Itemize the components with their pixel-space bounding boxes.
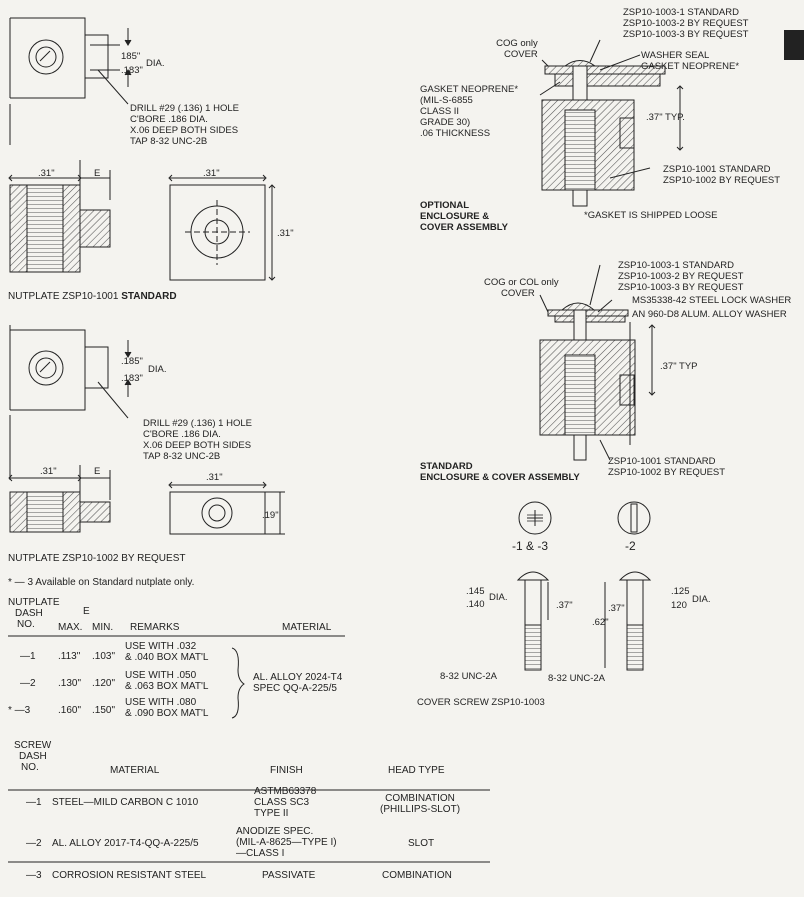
dim-62: .62" [592, 617, 609, 628]
st-row3-dash: —3 [26, 870, 42, 881]
opt-typ: .37" TYP. [646, 112, 685, 123]
opt-gasket-top: GASKET NEOPRENE* [641, 61, 740, 72]
opt-cog-label: COG only COVER [496, 38, 538, 60]
st-header-material: MATERIAL [110, 765, 160, 776]
st-row1-finish: ASTMB63378 CLASS SC3 TYPE II [254, 786, 317, 819]
std-dim-e: E [94, 168, 101, 179]
thread-left: 8-32 UNC-2A [440, 671, 498, 682]
opt-note: *GASKET IS SHIPPED LOOSE [584, 210, 718, 221]
screw-head-phillips-slot [518, 501, 552, 535]
opt-screw-labels: ZSP10-1003-1 STANDARD ZSP10-1003-2 BY RE… [623, 7, 749, 40]
nutplate-1002-plan [9, 325, 132, 480]
opt-gasket-left: GASKET NEOPRENE* (MIL-S-6855 CLASS II GR… [420, 84, 519, 139]
nt-header-max: MAX. [58, 622, 83, 633]
nt-material: AL. ALLOY 2024-T4 SPEC QQ-A-225/5 [253, 672, 343, 694]
nutplate-1002-side [168, 481, 285, 535]
nutplate-1001-square [168, 174, 276, 281]
nt-row3-dash: * —3 [8, 705, 31, 716]
nutplate-1001-section [8, 160, 111, 273]
st-row2-dash: —2 [26, 838, 42, 849]
nutplate-1002-section [8, 465, 111, 533]
st-row2-material: AL. ALLOY 2017-T4-QQ-A-225/5 [52, 838, 199, 849]
nt-header-min: MIN. [92, 622, 114, 633]
nt-row1-min: .103" [92, 651, 116, 662]
dim-140: .140 [466, 599, 485, 610]
req-dim-19: .19" [262, 510, 279, 521]
std-asm-title: STANDARD ENCLOSURE & COVER ASSEMBLY [420, 461, 580, 483]
nt-header-material: MATERIAL [282, 622, 332, 633]
st-row1-dash: —1 [26, 797, 42, 808]
screw-head-slot [617, 501, 651, 535]
opt-washer-seal: WASHER SEAL [641, 50, 710, 61]
st-row1-material: STEEL—MILD CARBON C 1010 [52, 797, 199, 808]
std-asm-lock-washer: MS35338-42 STEEL LOCK WASHER [632, 295, 792, 306]
dim-37a: .37" [556, 600, 573, 611]
optional-assembly-drawing [539, 39, 684, 207]
st-header-finish: FINISH [270, 765, 303, 776]
cover-screw-caption: COVER SCREW ZSP10-1003 [417, 697, 545, 708]
st-row1-head: COMBINATION (PHILLIPS-SLOT) [380, 793, 461, 815]
opt-nutplate-labels: ZSP10-1001 STANDARD ZSP10-1002 BY REQUES… [663, 164, 781, 186]
nt-header-nutplate: NUTPLATE DASH NO. [8, 597, 60, 630]
nt-row2-dash: —2 [20, 678, 36, 689]
std-caption: NUTPLATE ZSP10-1001 STANDARD [8, 291, 177, 302]
dia-right: DIA. [692, 594, 711, 605]
nt-row1-remarks: USE WITH .032 & .040 BOX MAT'L [125, 641, 209, 663]
thread-right: 8-32 UNC-2A [548, 673, 606, 684]
screw-head-right-label: -2 [625, 539, 636, 553]
st-header-dash: SCREW DASH NO. [14, 740, 52, 773]
req-dim-183: .183" [121, 373, 143, 384]
req-dim-31-top: .31" [206, 472, 223, 483]
st-header-head: HEAD TYPE [388, 765, 445, 776]
req-dia: DIA. [148, 364, 167, 375]
nt-row3-max: .160" [58, 705, 82, 716]
req-dim-185: .185" [121, 356, 143, 367]
nt-row3-remarks: USE WITH .080 & .090 BOX MAT'L [125, 697, 209, 719]
req-drill-note: DRILL #29 (.136) 1 HOLE C'BORE .186 DIA.… [143, 418, 252, 462]
nt-row2-min: .120" [92, 678, 116, 689]
st-row2-finish: ANODIZE SPEC. (MIL-A-8625—TYPE I) —CLASS… [236, 826, 337, 859]
nutplate-1001-plan [9, 17, 132, 145]
std-dim-31-right: .31" [277, 228, 294, 239]
std-dia: DIA. [146, 58, 165, 69]
std-asm-typ: .37" TYP [660, 361, 698, 372]
st-row3-finish: PASSIVATE [262, 870, 316, 881]
standard-assembly-drawing [539, 264, 656, 461]
dim-120: 120 [671, 600, 687, 611]
nt-row2-max: .130" [58, 678, 82, 689]
std-dim-31-top: .31" [203, 168, 220, 179]
st-row3-material: CORROSION RESISTANT STEEL [52, 870, 207, 881]
std-dim-185: 185" [121, 51, 141, 62]
req-dim-31-left: .31" [40, 466, 57, 477]
req-caption: NUTPLATE ZSP10-1002 BY REQUEST [8, 553, 186, 564]
req-dim-e: E [94, 466, 101, 477]
st-row3-head: COMBINATION [382, 870, 452, 881]
nt-header-remarks: REMARKS [130, 622, 180, 633]
dim-37b: .37" [608, 603, 625, 614]
std-dim-183: .183" [121, 65, 143, 76]
dim-145: .145 [466, 586, 485, 597]
std-drill-note: DRILL #29 (.136) 1 HOLE C'BORE .186 DIA.… [130, 103, 239, 147]
st-row2-head: SLOT [408, 838, 435, 849]
nt-row1-max: .113" [58, 651, 81, 662]
cover-screw-right [604, 571, 652, 671]
std-dim-31-left: .31" [38, 168, 55, 179]
std-asm-nutplate-labels: ZSP10-1001 STANDARD ZSP10-1002 BY REQUES… [608, 456, 726, 478]
screw-head-left-label: -1 & -3 [512, 539, 549, 553]
opt-title: OPTIONAL ENCLOSURE & COVER ASSEMBLY [420, 200, 508, 233]
cover-screw-left [516, 571, 550, 671]
std-asm-alloy-washer: AN 960-D8 ALUM. ALLOY WASHER [632, 309, 787, 320]
nt-row1-dash: —1 [20, 651, 36, 662]
dia-left: DIA. [489, 592, 508, 603]
nt-header-e: E [83, 606, 90, 617]
nt-row2-remarks: USE WITH .050 & .063 BOX MAT'L [125, 670, 209, 692]
dim-125: .125 [671, 586, 690, 597]
footnote: * — 3 Available on Standard nutplate onl… [8, 577, 195, 588]
std-asm-cog-label: COG or COL only COVER [484, 277, 559, 299]
nt-row3-min: .150" [92, 705, 116, 716]
std-asm-screw-labels: ZSP10-1003-1 STANDARD ZSP10-1003-2 BY RE… [618, 260, 744, 293]
